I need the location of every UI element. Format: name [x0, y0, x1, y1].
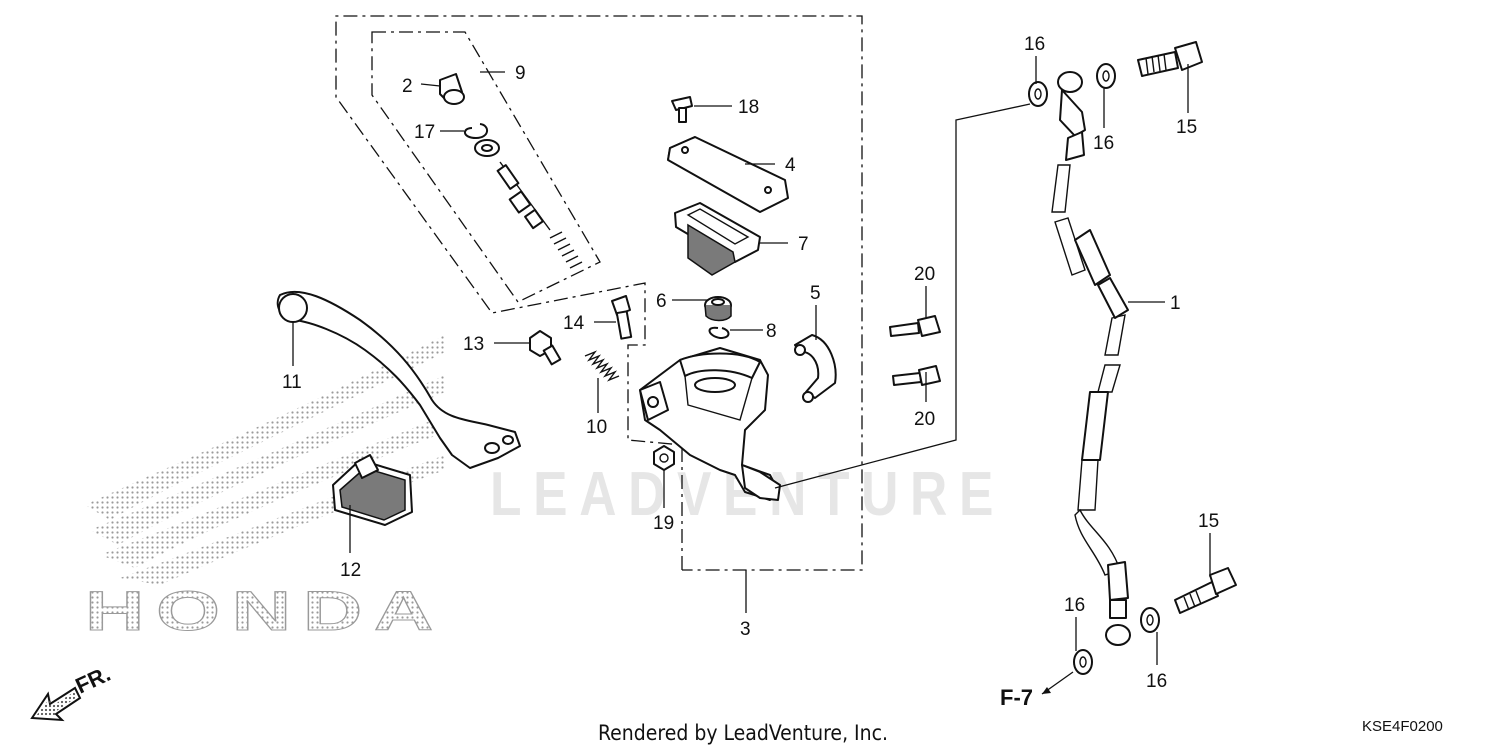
piston-assembly: [496, 161, 583, 269]
reference-label-f7: F-7: [1000, 685, 1033, 710]
callout-16-a: 16: [1024, 34, 1045, 55]
washer-part-16-b: [1096, 63, 1116, 89]
callout-8: 8: [766, 321, 777, 342]
circlip-part-17: [464, 123, 500, 157]
callout-19: 19: [653, 513, 674, 534]
switch-part-12: [332, 454, 413, 526]
dust-seal-part-6: [704, 296, 732, 322]
callout-13: 13: [463, 334, 484, 355]
callout-15-a: 15: [1176, 117, 1197, 138]
bolt-part-20-b: [892, 365, 941, 386]
brake-lever-part-11: [276, 290, 521, 469]
bolt-part-20-a: [889, 315, 941, 337]
callout-17: 17: [414, 122, 435, 143]
callout-4: 4: [785, 155, 796, 176]
footer-credit: Rendered by LeadVenture, Inc.: [598, 721, 888, 745]
holder-part-5: [794, 334, 837, 403]
callout-1: 1: [1170, 293, 1181, 314]
callout-16-b: 16: [1093, 133, 1114, 154]
callout-12: 12: [340, 560, 361, 581]
callout-15-b: 15: [1198, 511, 1219, 532]
callout-9: 9: [515, 63, 526, 84]
callout-20-a: 20: [914, 264, 935, 285]
callout-20-b: 20: [914, 409, 935, 430]
honda-wing-watermark: [85, 335, 445, 585]
callout-2: 2: [402, 76, 413, 97]
callout-18: 18: [738, 97, 759, 118]
washer-part-16-a: [1028, 81, 1048, 107]
circlip-part-8: [708, 326, 730, 339]
diagram-code: KSE4F0200: [1362, 718, 1443, 735]
pivot-bolt-part-14: [611, 295, 633, 340]
callout-16-c: 16: [1064, 595, 1085, 616]
callout-labels: 1 2 3 4 5 6 7 8 9 10 11 12 13 14 15 15 1…: [282, 34, 1219, 692]
callout-16-d: 16: [1146, 671, 1167, 692]
callout-3: 3: [740, 619, 751, 640]
brake-hose-part-1: [1051, 71, 1131, 646]
callout-6: 6: [656, 291, 667, 312]
screw-part-18: [671, 96, 693, 123]
callout-11: 11: [282, 372, 302, 393]
callout-10: 10: [586, 417, 607, 438]
nut-part-19: [653, 445, 675, 471]
callout-7: 7: [798, 234, 809, 255]
washer-part-16-d: [1140, 607, 1160, 633]
kit-9-boundary: [371, 31, 601, 303]
assembly-3-boundary: [335, 15, 863, 571]
boot-part-2: [439, 73, 465, 105]
oil-bolt-part-15-a: [1137, 41, 1203, 77]
washer-part-16-c: [1073, 649, 1093, 675]
diaphragm-part-7: [674, 202, 761, 276]
leader-lines: [292, 56, 1211, 695]
master-cylinder-part-3: [639, 347, 781, 501]
honda-brand-watermark: HONDA: [85, 579, 445, 642]
oil-bolt-part-15-b: [1174, 567, 1237, 614]
callout-5: 5: [810, 283, 821, 304]
reservoir-cap-part-4: [667, 136, 789, 213]
nut-part-13: [529, 330, 562, 366]
callout-14: 14: [563, 313, 585, 334]
front-direction-arrow-icon: [30, 686, 82, 722]
spring-part-10: [584, 350, 620, 382]
